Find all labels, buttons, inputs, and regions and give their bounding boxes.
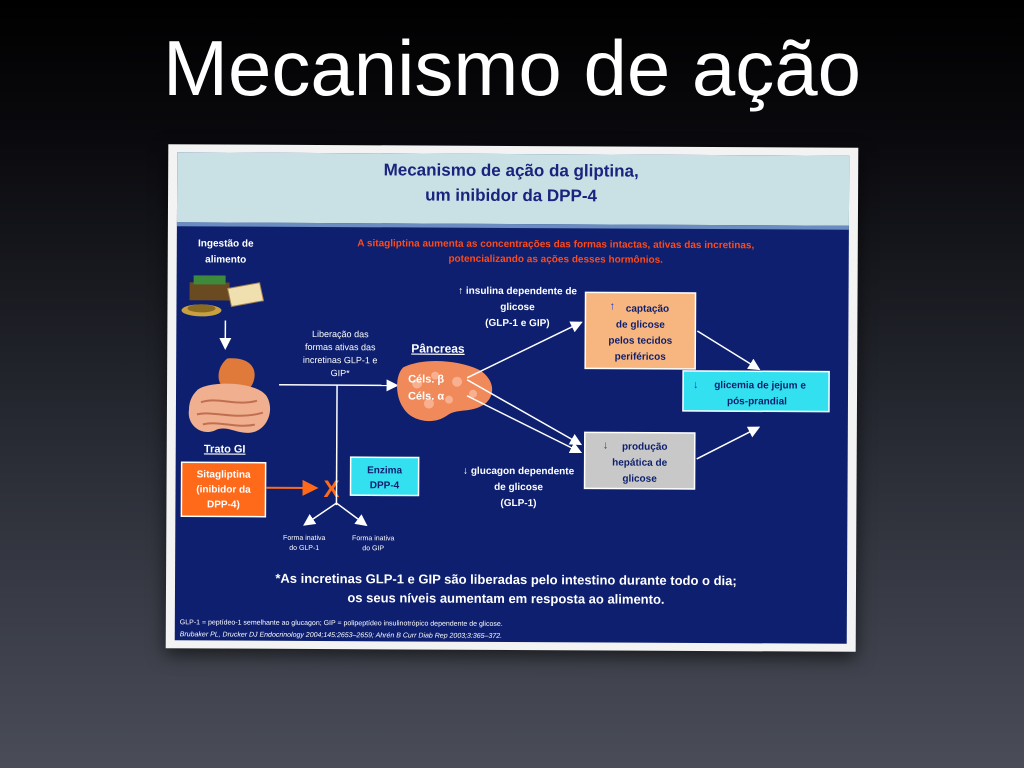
release-to-enzyme-line [335, 385, 338, 506]
reference-line1: GLP-1 = peptídeo-1 semelhante ao glucago… [180, 619, 503, 628]
to-inactive-gip-arrow [336, 502, 368, 527]
alpha-cells-label: Céls. α [408, 390, 444, 402]
figure-heading-line1: Mecanismo de ação da gliptina, [384, 160, 639, 180]
release-to-pancreas-arrow [279, 379, 399, 392]
glycemia-decrease-arrow: ↓ [693, 379, 699, 391]
pancreas-label: Pâncreas [411, 341, 465, 355]
reference-line2: Brubaker PL, Drucker DJ Endocrinology 20… [180, 631, 502, 640]
hepatic-line1: produção [622, 442, 668, 453]
alpha-to-hepatic-arrow [466, 395, 583, 454]
inactive-gip-line2: do GIP [362, 545, 384, 552]
sitagliptin-line3: DPP-4) [207, 499, 240, 510]
insulin-line3: (GLP-1 e GIP) [485, 318, 550, 329]
enzyme-dpp4-box [349, 456, 420, 497]
gi-label: Trato GI [204, 443, 246, 455]
uptake-to-glycemia-arrow [696, 330, 761, 371]
glucose-uptake-box [584, 291, 697, 370]
hepatic-decrease-arrow: ↓ [603, 439, 609, 451]
gi-tract-icon [188, 358, 271, 433]
uptake-increase-arrow: ↑ [609, 301, 615, 313]
food-label-line2: alimento [205, 254, 246, 265]
glycemia-box [682, 370, 830, 413]
glucagon-line3: (GLP-1) [500, 498, 536, 509]
inactive-glp1-line2: do GLP-1 [289, 545, 319, 552]
release-line1: Liberação das [312, 329, 369, 339]
inhibition-mark: X [323, 476, 339, 503]
enzyme-line2: DPP-4 [370, 480, 400, 491]
uptake-line4: periféricos [615, 352, 667, 363]
inactive-glp1-line1: Forma inativa [283, 535, 326, 542]
diagram-photo-frame: Mecanismo de ação da gliptina, um inibid… [165, 144, 859, 652]
inactive-gip-line1: Forma inativa [352, 535, 395, 542]
uptake-line1: captação [626, 304, 669, 315]
food-label-line1: Ingestão de [198, 238, 254, 249]
glycemia-line1: glicemia de jejum e [714, 380, 806, 391]
hepatic-line3: glicose [622, 474, 657, 485]
heading-divider [176, 222, 849, 230]
figure-heading-line2: um inibidor da DPP-4 [425, 186, 598, 206]
footnote-line2: os seus níveis aumentam em resposta ao a… [347, 590, 664, 607]
uptake-line2: de glicose [616, 320, 665, 331]
sitagliptin-line2: (inibidor da [196, 484, 251, 495]
sitagliptin-box [180, 461, 267, 518]
glycemia-line2: pós-prandial [727, 396, 787, 407]
hepatic-line2: hepática de [612, 458, 668, 469]
uptake-line3: pelos tecidos [608, 336, 672, 347]
enzyme-line1: Enzima [367, 465, 403, 476]
hepatic-production-box [583, 431, 696, 490]
insulin-line2: glicose [500, 302, 535, 313]
beta-to-uptake-arrow [466, 321, 583, 379]
intro-line1: A sitagliptina aumenta as concentrações … [357, 238, 754, 251]
intro-line2: potencializando as ações desses hormônio… [448, 254, 663, 266]
beta-cells-label: Céls. β [408, 373, 444, 385]
diagram-panel [174, 152, 850, 644]
release-line4: GIP* [331, 368, 351, 378]
hepatic-to-glycemia-arrow [696, 426, 761, 460]
beta-to-hepatic-arrow [466, 379, 583, 446]
release-line3: incretinas GLP-1 e [303, 355, 378, 365]
insulin-line1: ↑ insulina dependente de [458, 286, 577, 298]
release-line2: formas ativas das [305, 342, 376, 352]
pancreas-icon [397, 361, 493, 422]
sitagliptin-line1: Sitagliptina [197, 469, 251, 480]
to-inactive-glp1-arrow [303, 502, 337, 526]
glucagon-line2: de glicose [494, 482, 543, 493]
slide-title: Mecanismo de ação [162, 24, 862, 112]
heading-band [176, 152, 850, 226]
food-icon [181, 275, 265, 317]
footnote-line1: *As incretinas GLP-1 e GIP são liberadas… [275, 571, 736, 588]
glucagon-line1: ↓ glucagon dependente [463, 466, 575, 478]
mechanism-diagram: Mecanismo de ação da gliptina, um inibid… [174, 152, 850, 644]
